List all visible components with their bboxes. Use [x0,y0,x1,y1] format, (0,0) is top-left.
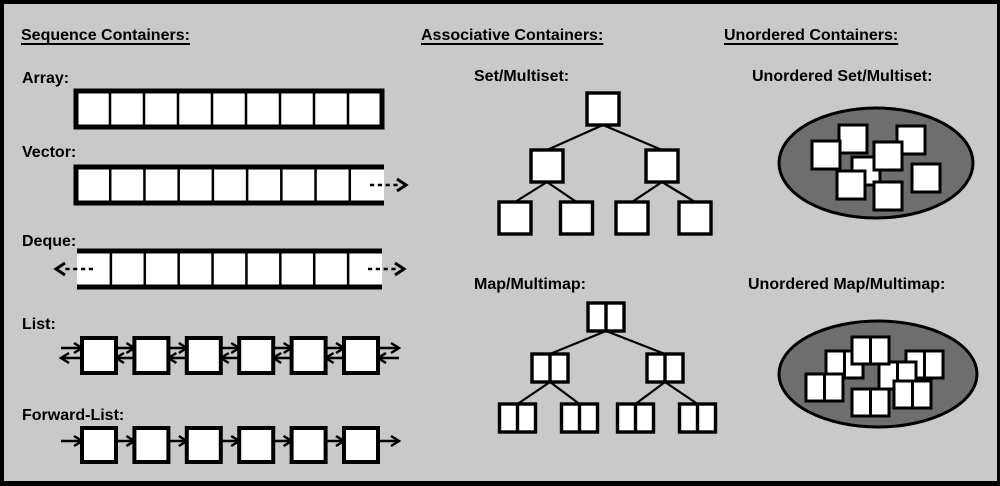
tree-node [614,200,650,236]
section-title-sequence: Sequence Containers: [21,27,190,44]
tree-edge [661,181,696,203]
umap-diagram [777,319,979,429]
list-node [342,336,380,375]
tree-node [558,200,595,236]
tree-node [529,148,565,184]
arrowhead [53,261,66,277]
tree-edge [516,381,551,405]
set-diagram [497,91,713,236]
array-cells-bg [76,91,382,127]
tree-node [585,91,621,127]
hash-node [910,162,942,194]
list-node [289,336,328,375]
label-unordered-map: Unordered Map/Multimap: [748,276,946,293]
hash-node [872,180,904,212]
tree-edge [549,329,607,356]
arrowhead [396,177,409,193]
hash-node [810,139,842,171]
tree-edge [549,381,581,405]
list-node [289,426,328,464]
tree-edge [664,381,699,405]
array-diagram [73,88,385,130]
list-node [80,426,118,464]
list-node [237,426,276,464]
tree-edge [514,181,548,203]
label-vector: Vector: [22,144,77,161]
diagram-graphics [53,88,979,464]
arrowhead [58,351,70,365]
tree-edge [634,381,666,405]
list-node [237,336,276,375]
label-deque: Deque: [22,233,77,250]
label-unordered-set: Unordered Set/Multiset: [752,68,933,85]
section-title-unordered: Unordered Containers: [724,27,899,44]
list-node [184,426,223,464]
arrowhead [390,341,402,355]
tree-node [677,200,713,236]
label-set-multiset: Set/Multiset: [474,68,570,85]
list-node [132,426,171,464]
deque-diagram [53,248,407,290]
label-forward-list: Forward-List: [22,407,125,424]
vector-diagram [73,164,409,206]
forward_list-diagram [61,426,402,464]
list-diagram [58,336,402,375]
list-node [184,336,223,375]
arrowhead [390,434,402,448]
vector-cells-bg [76,167,384,203]
uset-diagram [777,106,975,220]
hash-node [872,140,904,172]
tree-edge [546,181,578,203]
list-node [342,426,380,464]
tree-node [497,200,533,236]
deque-cells-bg [77,251,382,287]
hash-node [837,123,869,155]
tree-edge [546,123,604,152]
label-list: List: [22,316,56,333]
tree-edge [605,329,666,356]
tree-edge [631,181,663,203]
section-title-associative: Associative Containers: [421,27,604,44]
label-map-multimap: Map/Multimap: [474,276,586,293]
list-node [132,336,171,375]
hash-node [835,169,867,201]
tree-edge [602,123,663,152]
label-array: Array: [22,70,70,87]
tree-node [644,148,680,184]
map-diagram [497,301,718,434]
list-node [80,336,118,375]
array-border [73,88,385,130]
arrowhead [394,261,407,277]
